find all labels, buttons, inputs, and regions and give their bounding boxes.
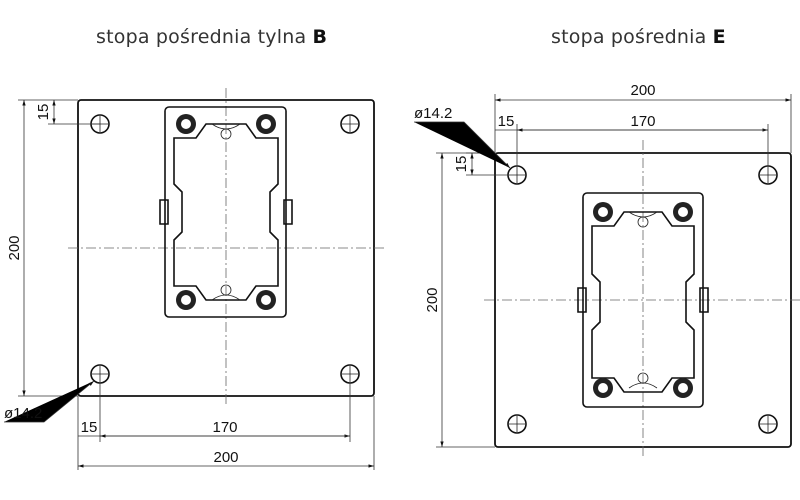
dim-offset-side-left: 15 xyxy=(35,104,52,121)
dim-width-right: 200 xyxy=(630,82,655,99)
drawing-right: 200 15 170 15 200 ø14.2 xyxy=(414,82,800,458)
drawing-left: 200 15 15 170 200 ø14.2 xyxy=(4,88,384,470)
dim-offset-top-right: 15 xyxy=(453,156,470,173)
dim-hole-spacing-right: 170 xyxy=(630,113,655,130)
dim-height-left: 200 xyxy=(6,235,23,260)
title-right: stopa pośrednia E xyxy=(551,26,726,48)
dim-height-right: 200 xyxy=(424,287,441,312)
title-right-letter: E xyxy=(712,26,726,48)
dim-width-left: 200 xyxy=(213,449,238,466)
dim-hole-diameter-right: ø14.2 xyxy=(414,105,452,122)
mounting-hole xyxy=(340,114,360,134)
bracket-frame-left xyxy=(159,106,293,318)
mounting-hole xyxy=(758,414,778,434)
bracket-frame-right xyxy=(577,192,709,408)
dim-hole-spacing-left: 170 xyxy=(212,419,237,436)
dim-offset-bottom-left: 15 xyxy=(81,419,98,436)
mounting-hole xyxy=(507,414,527,434)
mounting-holes-right xyxy=(507,165,778,434)
dim-offset-side-right: 15 xyxy=(498,113,515,130)
title-left: stopa pośrednia tylna B xyxy=(96,26,328,48)
title-left-letter: B xyxy=(312,26,328,48)
dim-hole-diameter-left: ø14.2 xyxy=(4,405,42,422)
